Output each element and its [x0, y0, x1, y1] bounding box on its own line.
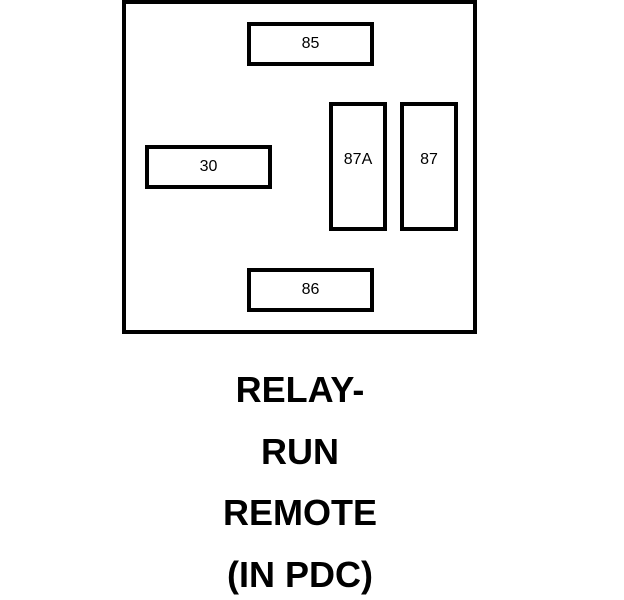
terminal-86-label: 86 [301, 281, 320, 298]
caption-line-1: RELAY- [235, 369, 365, 410]
terminal-86: 86 [247, 268, 374, 312]
terminal-85: 85 [247, 22, 374, 66]
terminal-85-label: 85 [301, 35, 320, 52]
terminal-87-label: 87 [420, 151, 438, 168]
caption-line-2: RUN [261, 431, 339, 472]
terminal-87a: 87A [329, 102, 387, 231]
terminal-30: 30 [145, 145, 272, 189]
caption-line-4: (IN PDC) [227, 554, 373, 595]
terminal-87a-label: 87A [343, 151, 373, 168]
caption-line-3: REMOTE [222, 492, 377, 533]
terminal-87: 87 [400, 102, 458, 231]
terminal-30-label: 30 [199, 158, 218, 175]
